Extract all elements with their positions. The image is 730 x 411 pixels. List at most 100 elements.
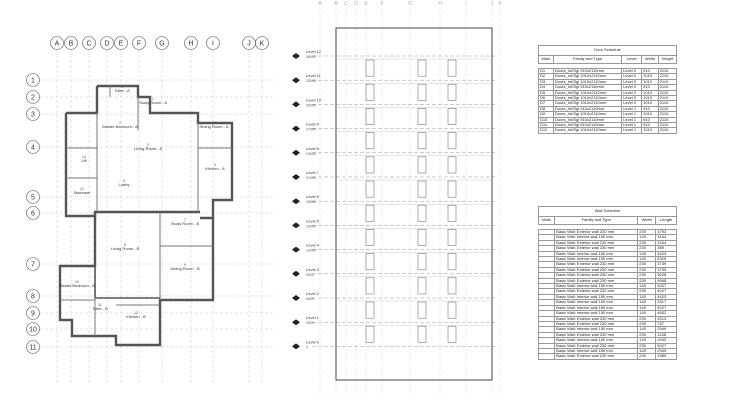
grid-bubble-col[interactable]: C <box>82 36 96 50</box>
room-number: 4 <box>121 85 123 89</box>
grid-bubble-col[interactable]: B <box>64 36 78 50</box>
grid-row-label: 2 <box>31 95 35 102</box>
grid-bubble-col[interactable]: F <box>132 36 146 50</box>
room-number: 10 <box>75 280 79 284</box>
table-cell: 4423 <box>655 293 677 301</box>
table-cell: 1943 <box>655 337 677 344</box>
grid-bubble-col[interactable]: D <box>100 36 114 50</box>
table-cell: 1010 <box>641 127 659 134</box>
room-name: Lobby <box>119 182 130 187</box>
grid-bubble-row[interactable]: 1 <box>26 73 40 87</box>
level-name: Level 11 <box>306 73 322 78</box>
room-number: 11 <box>98 303 102 307</box>
window <box>365 229 375 246</box>
grid-bubble-row[interactable]: 10 <box>26 322 40 336</box>
elevation-grid-label: E <box>364 1 368 7</box>
grid-bubble-col[interactable]: I <box>206 36 220 50</box>
grid-row-label: 6 <box>31 211 35 218</box>
grid-col-label: F <box>137 41 141 48</box>
window <box>365 156 375 174</box>
plan-walls <box>58 84 234 347</box>
room-number: 3 <box>214 163 216 167</box>
grid-bubble-row[interactable]: 8 <box>26 289 40 303</box>
grid-bubble-col[interactable]: J <box>242 36 256 50</box>
table-cell: Doors_Int/Sgl 1010x2110mm <box>552 127 623 134</box>
door-schedule[interactable]: Door Schedule Mark Family and Type Level… <box>538 45 678 134</box>
room-name: Lift <box>81 158 87 163</box>
grid-bubble-col[interactable]: K <box>255 36 269 50</box>
wall-schedule[interactable]: Wall Schedule Mark Family and Type Width… <box>537 206 677 360</box>
window <box>447 229 457 246</box>
level-name: Level 6 <box>306 194 320 199</box>
table-cell <box>537 353 556 360</box>
wall-col-mark: Mark <box>537 216 556 225</box>
grid-bubble-row[interactable]: 5 <box>26 190 40 204</box>
room-number: 8 <box>124 243 126 247</box>
window <box>365 253 375 271</box>
grid-bubble-row[interactable]: 4 <box>26 140 40 154</box>
level-name: Level 1 <box>306 315 320 320</box>
grid-col-label: G <box>159 41 164 48</box>
table-cell: 4027 <box>655 342 677 349</box>
grid-bubble-row[interactable]: 2 <box>26 90 40 104</box>
grid-bubble-col[interactable]: E <box>114 36 128 50</box>
window <box>447 156 457 174</box>
grid-bubble-row[interactable]: 9 <box>26 306 40 320</box>
level-name: Level 10 <box>306 97 322 102</box>
grid-bubble-row[interactable]: 11 <box>26 340 40 354</box>
window <box>417 204 427 222</box>
level-name: Level 8 <box>306 146 320 151</box>
grid-bubble-col[interactable]: A <box>50 36 64 50</box>
grid-bubble-col[interactable]: H <box>184 36 198 50</box>
window <box>447 108 457 125</box>
grid-bubble-row[interactable]: 3 <box>26 107 40 121</box>
grid-row-label: 7 <box>31 262 35 269</box>
window <box>447 277 457 295</box>
elevation-grid-label: K <box>498 1 502 7</box>
room-name: Dining Room - A <box>199 124 228 129</box>
grid-bubble-row[interactable]: 7 <box>26 257 40 271</box>
grid-bubble-row[interactable]: 6 <box>26 206 40 220</box>
door-schedule-title: Door Schedule <box>538 45 677 56</box>
wall-schedule-header: Mark Family and Type Width Length <box>537 216 677 225</box>
level-marker[interactable]: Level 00 <box>292 339 320 350</box>
grid-col-label: I <box>212 41 214 48</box>
grid-bubble-col[interactable]: G <box>155 36 169 50</box>
table-cell: 5998 <box>655 277 677 285</box>
